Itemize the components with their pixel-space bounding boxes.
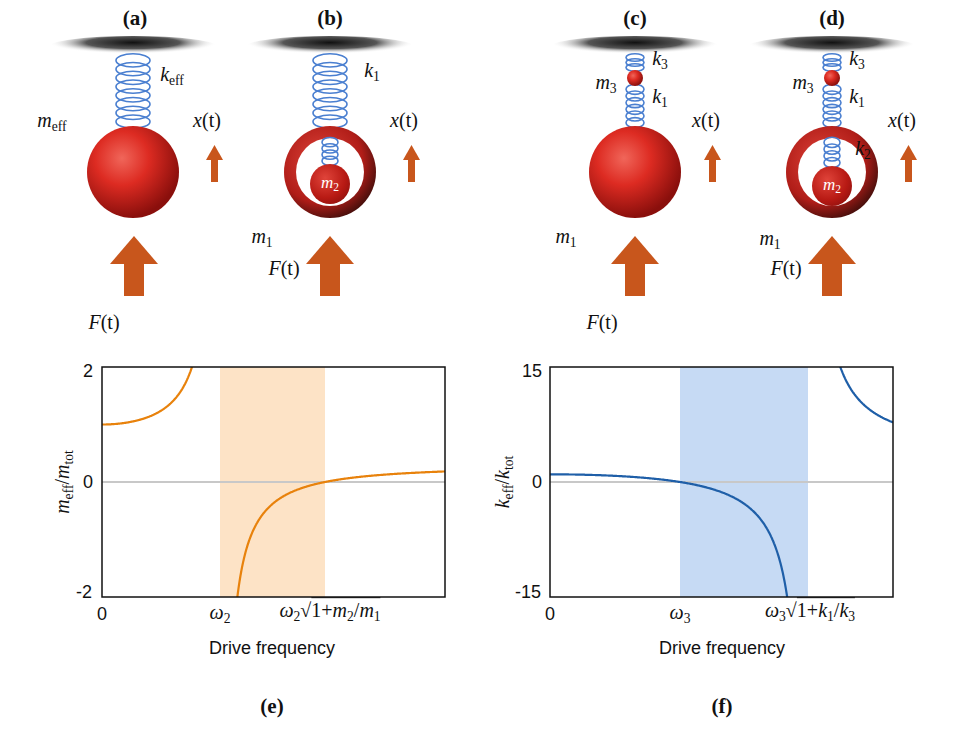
tick-label: 2 xyxy=(83,362,93,380)
inner-springs xyxy=(322,137,840,167)
mass-label: m2 xyxy=(823,176,841,196)
springs xyxy=(116,54,841,128)
symbol-label: F(t) xyxy=(586,312,617,332)
symbol-label: k2 xyxy=(855,138,871,162)
axis-label: ω3 xyxy=(670,602,691,626)
tick-label: 0 xyxy=(532,473,542,491)
symbol-label: x(t) xyxy=(193,110,221,130)
symbol-label: k3 xyxy=(849,48,865,72)
inner-mass: m2 xyxy=(310,164,350,204)
symbol-label: k1 xyxy=(652,86,668,110)
panel-label: (b) xyxy=(317,8,343,29)
axis-label: keff/ktot xyxy=(492,456,516,509)
plot-frame xyxy=(550,367,893,597)
symbol-label: m1 xyxy=(251,226,272,250)
ceiling xyxy=(48,36,218,58)
tick-label: 0 xyxy=(545,605,555,623)
zero-line xyxy=(550,481,893,483)
panel-label: (e) xyxy=(260,696,283,717)
ceiling xyxy=(747,36,917,58)
mass-ring xyxy=(284,126,376,218)
symbol-label: F(t) xyxy=(770,258,801,278)
mass-sphere xyxy=(87,126,179,218)
curve xyxy=(102,367,445,597)
symbol-label: keff xyxy=(160,64,184,88)
symbol-label: k1 xyxy=(364,60,380,84)
axis-label: meff/mtot xyxy=(52,450,76,514)
ceiling xyxy=(550,36,720,58)
symbol-label: meff xyxy=(37,110,66,134)
panel-label: (c) xyxy=(623,8,646,29)
mass-ring xyxy=(786,126,878,218)
ring-hole xyxy=(798,138,866,206)
axis-title: Drive frequency xyxy=(659,639,785,657)
small-mass xyxy=(824,70,840,86)
tick-label: -15 xyxy=(515,583,541,601)
symbol-label: k3 xyxy=(652,48,668,72)
tick-label: -2 xyxy=(76,583,92,601)
symbol-label: x(t) xyxy=(888,110,916,130)
panel-label: (f) xyxy=(712,696,733,717)
symbol-label: x(t) xyxy=(692,110,720,130)
panel-label: (a) xyxy=(123,8,148,29)
axis-label: ω2 xyxy=(210,602,231,626)
tick-label: 0 xyxy=(83,473,93,491)
mass-label: m2 xyxy=(321,174,339,194)
inner-mass: m2 xyxy=(812,166,852,206)
panel-label: (d) xyxy=(819,8,845,29)
tick-label: 0 xyxy=(97,605,107,623)
plot-frame xyxy=(102,367,445,597)
axis-label: ω2√1+m2/m1 xyxy=(279,600,380,624)
symbol-label: m1 xyxy=(759,228,780,252)
symbol-label: m3 xyxy=(595,72,616,96)
zero-line xyxy=(102,481,445,483)
small-mass xyxy=(627,70,643,86)
axis-label: ω3√1+k1/k3 xyxy=(765,600,855,624)
tick-label: 15 xyxy=(522,362,542,380)
ring-hole xyxy=(296,138,364,206)
force-arrow xyxy=(110,236,856,296)
symbol-label: F(t) xyxy=(268,258,299,278)
ceiling xyxy=(245,36,415,58)
symbol-label: k1 xyxy=(849,86,865,110)
curve xyxy=(550,367,893,597)
symbol-label: m1 xyxy=(555,226,576,250)
axis-title: Drive frequency xyxy=(209,639,335,657)
mass-sphere xyxy=(589,126,681,218)
symbol-label: F(t) xyxy=(88,312,119,332)
symbol-label: x(t) xyxy=(390,110,418,130)
symbol-label: m3 xyxy=(792,72,813,96)
